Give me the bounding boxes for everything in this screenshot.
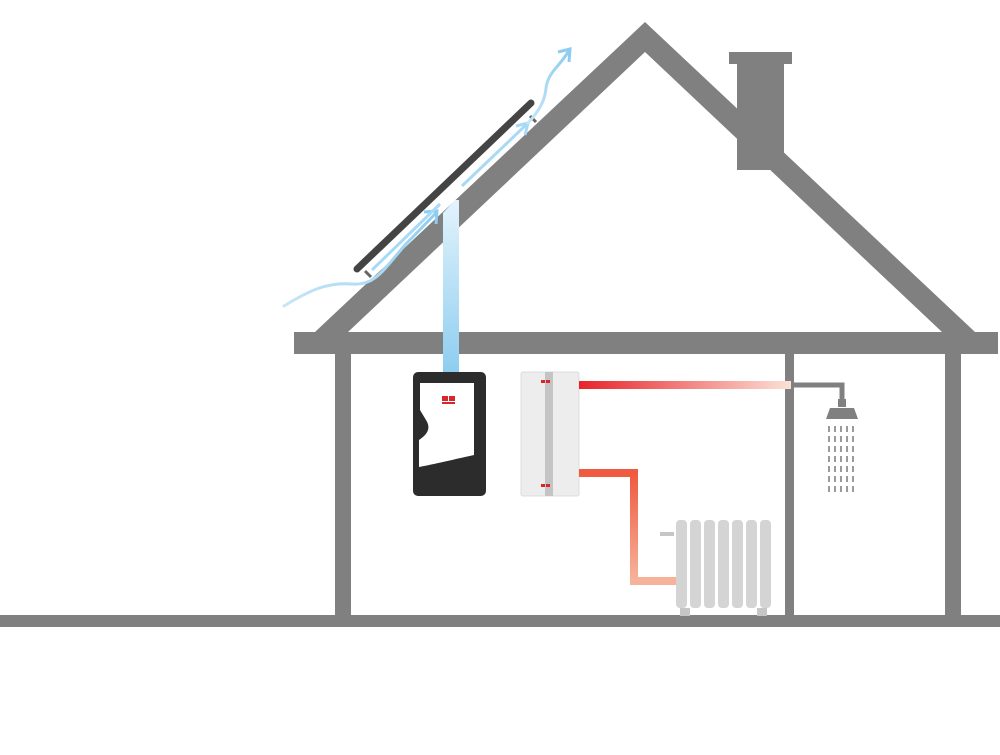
- roof: [315, 22, 975, 332]
- right-wall: [945, 352, 961, 617]
- air-inflow-wave: [282, 211, 438, 308]
- brand-logo-icon: [442, 396, 455, 404]
- ceiling-beam: [294, 332, 998, 354]
- brand-logo-icon: [541, 380, 550, 487]
- radiator: [660, 520, 771, 616]
- air-duct: [443, 200, 459, 372]
- shower-head-icon: [826, 399, 858, 495]
- air-outflow-wave: [526, 50, 570, 125]
- hot-pipe-to-shower: [579, 381, 791, 389]
- chimney-cap: [729, 52, 792, 64]
- air-channel-lower: [370, 202, 442, 272]
- heating-pipe-to-radiator: [579, 469, 676, 585]
- air-outflow-arrowhead: [557, 47, 572, 63]
- shower-supply-pipe: [794, 382, 845, 401]
- left-wall: [335, 352, 351, 617]
- heat-pump-unit: [413, 372, 486, 496]
- ground-line: [0, 615, 1000, 627]
- hot-water-tank: [520, 371, 580, 497]
- partition-wall: [785, 352, 794, 617]
- air-channel-upper: [460, 121, 530, 188]
- air-inflow-arrowhead: [423, 209, 439, 225]
